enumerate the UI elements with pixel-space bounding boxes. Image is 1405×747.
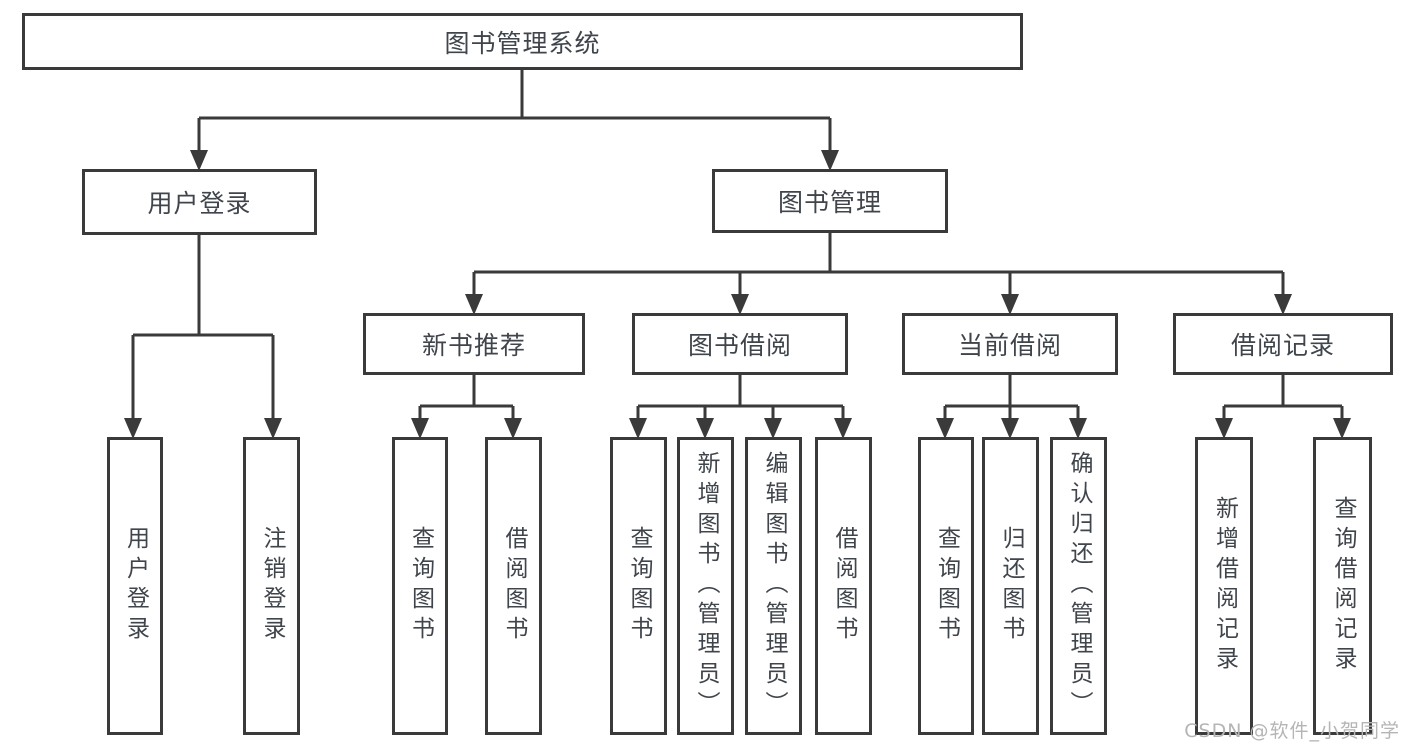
leaf-borrow-books-recommend: 借阅图书 — [485, 437, 542, 735]
leaf-add-borrow-record: 新增借阅记录 — [1195, 437, 1253, 735]
leaf-query-borrow-record: 查询借阅记录 — [1313, 437, 1372, 735]
leaf-return-book: 归还图书 — [982, 437, 1039, 735]
node-book-management: 图书管理 — [712, 169, 948, 233]
node-current-borrowing: 当前借阅 — [902, 313, 1118, 375]
node-book-borrowing: 图书借阅 — [632, 313, 848, 375]
leaf-borrow-books-borrowing: 借阅图书 — [815, 437, 872, 735]
arrowheads — [124, 150, 1351, 439]
leaf-edit-book-admin: 编辑图书（管理员） — [745, 437, 802, 735]
node-user-login: 用户登录 — [82, 169, 317, 235]
leaf-add-book-admin: 新增图书（管理员） — [677, 437, 734, 735]
csdn-watermark: CSDN @软件_小贺同学 — [1184, 720, 1400, 742]
leaf-query-books-recommend: 查询图书 — [392, 437, 448, 735]
leaf-query-books-current: 查询图书 — [918, 437, 974, 735]
node-borrowing-records: 借阅记录 — [1173, 313, 1393, 375]
node-new-book-recommend: 新书推荐 — [363, 313, 585, 375]
node-root: 图书管理系统 — [22, 13, 1023, 70]
leaf-logout: 注销登录 — [243, 437, 300, 735]
leaf-confirm-return-admin: 确认归还（管理员） — [1050, 437, 1107, 735]
leaf-user-login: 用户登录 — [107, 437, 163, 735]
leaf-query-books-borrowing: 查询图书 — [610, 437, 667, 735]
connector-lines — [131, 70, 1344, 419]
